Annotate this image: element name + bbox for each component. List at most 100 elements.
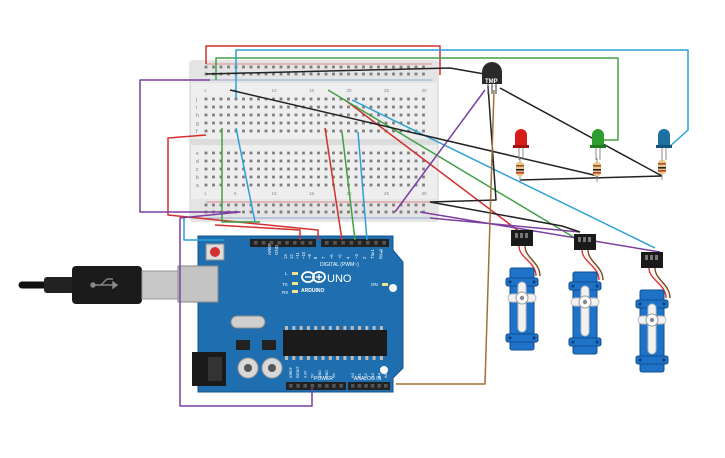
row-letter: h xyxy=(196,113,199,119)
wire-red-top[interactable] xyxy=(205,45,441,75)
header-pin[interactable] xyxy=(339,384,343,388)
header-pin[interactable] xyxy=(293,241,297,245)
header-pin[interactable] xyxy=(310,384,315,388)
wire-green-servo2[interactable] xyxy=(327,89,576,239)
breadboard-hole xyxy=(347,121,350,125)
header-pin[interactable] xyxy=(285,241,289,245)
breadboard-hole xyxy=(369,97,373,101)
wire-blue-servo3[interactable] xyxy=(351,99,656,249)
usb-cable[interactable] xyxy=(18,266,201,304)
wire-red-left[interactable] xyxy=(167,134,319,240)
led-green[interactable] xyxy=(590,129,606,160)
header-pin[interactable] xyxy=(303,384,307,388)
header-pin[interactable] xyxy=(341,241,345,245)
header-pin[interactable] xyxy=(382,241,386,245)
breadboard-hole xyxy=(324,105,328,109)
resistor[interactable] xyxy=(658,158,666,180)
header-pin[interactable] xyxy=(289,384,293,388)
breadboard-hole xyxy=(257,175,260,179)
breadboard-hole xyxy=(324,159,328,163)
header-pin[interactable] xyxy=(261,241,266,245)
breadboard-hole xyxy=(384,121,388,125)
header-pin[interactable] xyxy=(325,241,329,245)
wire-blue-board[interactable] xyxy=(183,218,224,241)
servo-motor[interactable] xyxy=(568,234,604,355)
header-pin[interactable] xyxy=(333,241,337,245)
header-pin[interactable] xyxy=(351,384,355,388)
wire-red-pin[interactable] xyxy=(324,127,343,241)
rail-hole xyxy=(362,72,365,76)
breadboard-hole xyxy=(294,175,298,179)
wire-blue-left[interactable] xyxy=(235,127,256,223)
breadboard-hole xyxy=(294,151,298,155)
header-pin[interactable] xyxy=(370,384,375,388)
header-pin[interactable] xyxy=(269,241,274,245)
servo-motor[interactable] xyxy=(635,252,671,373)
breadboard-hole xyxy=(392,159,395,163)
led-blue[interactable] xyxy=(656,129,672,160)
resistor[interactable] xyxy=(593,158,601,182)
header-pin[interactable] xyxy=(364,384,368,388)
wire-green-left[interactable] xyxy=(221,128,260,223)
wire-black-diag[interactable] xyxy=(229,89,599,177)
servo-lead xyxy=(521,245,539,277)
servo-motor[interactable] xyxy=(505,230,541,351)
wire-brown-analog[interactable] xyxy=(396,89,495,385)
header-pin[interactable] xyxy=(325,384,329,388)
header-pin[interactable] xyxy=(332,384,336,388)
wire-blue-top[interactable] xyxy=(235,49,689,149)
wire-black-resistor-bus[interactable] xyxy=(519,175,663,181)
wire-black-top[interactable] xyxy=(205,67,497,77)
breadboard-hole xyxy=(354,121,358,125)
header-pin[interactable] xyxy=(349,241,354,245)
wire-black-led-gnd[interactable] xyxy=(499,87,663,177)
breadboard-hole xyxy=(377,167,380,171)
wire-black-servo[interactable] xyxy=(429,201,581,233)
tmp-sensor[interactable]: TMP xyxy=(482,62,502,94)
wire-blue-pin[interactable] xyxy=(357,131,368,241)
servo-tab xyxy=(635,355,669,365)
header-pin[interactable] xyxy=(308,241,313,245)
breadboard-hole xyxy=(302,167,305,171)
rail-hole xyxy=(414,210,418,214)
chip-pin xyxy=(285,356,288,360)
header-pin[interactable] xyxy=(357,241,362,245)
wire-purple-servo2[interactable] xyxy=(429,217,581,233)
wire-green-top[interactable] xyxy=(215,57,619,141)
wire-purple-left[interactable] xyxy=(139,79,313,407)
breadboard-hole xyxy=(309,167,313,171)
resistor[interactable] xyxy=(516,158,524,182)
breadboard-hole xyxy=(264,113,268,117)
header-pin[interactable] xyxy=(374,241,378,245)
led-red[interactable] xyxy=(513,129,529,160)
header-pin[interactable] xyxy=(296,384,300,388)
wire-black-tmp-gnd[interactable] xyxy=(429,85,497,203)
wire-green-pin[interactable] xyxy=(341,131,356,241)
column-number: 10 xyxy=(272,88,278,93)
rail-hole xyxy=(347,65,350,69)
digital-pin-label: 4 xyxy=(346,256,351,259)
wire-purple-tmp[interactable] xyxy=(394,89,486,213)
breadboard-hole xyxy=(257,151,260,155)
chip-pin xyxy=(372,326,376,330)
column-number: 15 xyxy=(309,191,315,196)
rail-hole xyxy=(294,65,298,69)
usb-strain-relief xyxy=(44,277,74,293)
header-pin[interactable] xyxy=(384,384,388,388)
header-pin[interactable] xyxy=(377,384,381,388)
header-pin[interactable] xyxy=(317,384,322,388)
column-number: 30 xyxy=(422,88,428,93)
header-pin[interactable] xyxy=(357,384,362,388)
wire-red-bottom[interactable] xyxy=(214,224,301,240)
header-pin[interactable] xyxy=(366,241,370,245)
reset-button[interactable] xyxy=(210,247,220,257)
header-pin[interactable] xyxy=(254,241,258,245)
servo-connector-pin xyxy=(650,255,653,260)
breadboard-hole xyxy=(294,129,298,133)
wire-purple-servo3[interactable] xyxy=(419,211,661,253)
servo-connector-pin xyxy=(645,255,648,260)
digital-pin-label: 7 xyxy=(321,256,326,259)
header-pin[interactable] xyxy=(277,241,281,245)
breadboard-hole xyxy=(227,159,230,163)
header-pin[interactable] xyxy=(300,241,305,245)
